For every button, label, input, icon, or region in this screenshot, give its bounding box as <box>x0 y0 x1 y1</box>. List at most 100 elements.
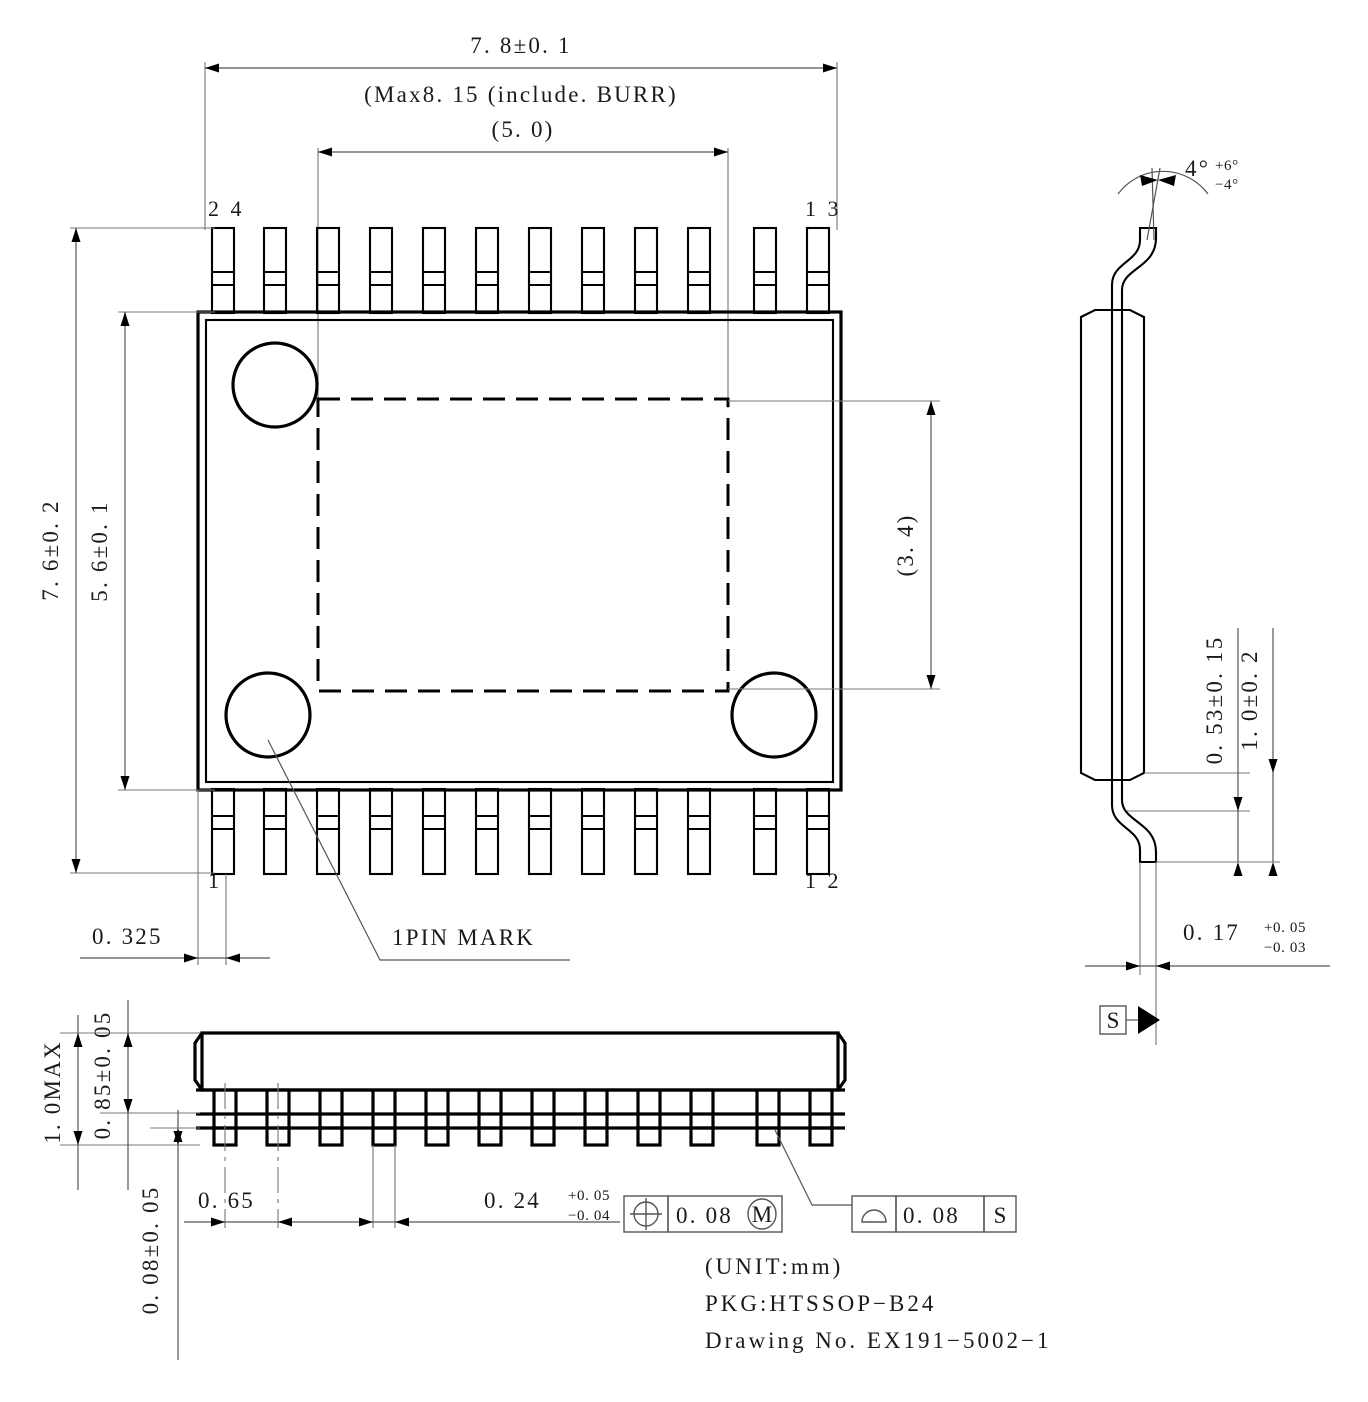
dim-arrow-pad-height <box>926 401 936 689</box>
side-view-right: 4° +6° −4° 0. 53±0. 15 1. 0±0. 2 0. 17 +… <box>1079 156 1330 1045</box>
lead-pin <box>527 787 553 876</box>
lead-pin <box>315 787 341 876</box>
lead-angle-callout <box>1117 167 1209 241</box>
lead-pin <box>262 787 288 876</box>
lead-pin <box>633 787 659 876</box>
datum-s-symbol: S <box>1099 1005 1160 1035</box>
dim-arrow-front-standoff <box>173 1110 183 1360</box>
pin-label-12: 1 2 <box>805 868 842 893</box>
lead-pin <box>421 787 447 876</box>
lead-thickness-minus-label: −0. 03 <box>1264 940 1306 956</box>
unit-note-label: (UNIT:mm) <box>705 1254 843 1279</box>
pin-label-24: 2 4 <box>208 196 245 221</box>
profile-symbol-icon <box>861 1209 887 1223</box>
lead-pin <box>686 226 712 315</box>
front-lead <box>424 1090 450 1147</box>
exposed-pad-outline <box>316 397 730 693</box>
body-outline-outer <box>196 310 843 792</box>
pin1-mark-leader <box>267 739 570 961</box>
lead-width-dim-label: 0. 24 <box>484 1188 541 1213</box>
datum-s-label: S <box>1107 1008 1120 1033</box>
front-lead <box>636 1090 662 1147</box>
dim-arrow-lead-length <box>1268 628 1278 876</box>
body-height-dim-label: 5. 6±0. 1 <box>87 500 112 601</box>
dim-arrow-lead-offset <box>80 953 270 963</box>
pin-label-13: 1 3 <box>805 196 842 221</box>
total-height-dim-label: 1. 0MAX <box>40 1040 65 1144</box>
lead-width-minus-label: −0. 04 <box>568 1208 610 1224</box>
lead-width-plus-label: +0. 05 <box>568 1188 610 1204</box>
lead-pin <box>368 787 394 876</box>
lead-pin <box>474 226 500 315</box>
lead-pin <box>368 226 394 315</box>
gdt-profile-tolerance: 0. 08 <box>903 1203 960 1228</box>
front-lead <box>755 1090 781 1147</box>
gdt-position-modifier: M <box>752 1202 772 1227</box>
dim-arrow-body-height-front <box>123 1000 133 1190</box>
lead-pin <box>580 787 606 876</box>
front-lead <box>808 1090 834 1147</box>
front-lead <box>689 1090 715 1147</box>
ejector-mark-circle <box>730 671 818 759</box>
dim-arrow-body-height <box>120 312 130 790</box>
lead-pin <box>752 787 778 876</box>
lead-pin <box>686 787 712 876</box>
lead-thickness-plus-label: +0. 05 <box>1264 920 1306 936</box>
front-lead <box>583 1090 609 1147</box>
front-view-body-chamfer-right <box>836 1032 847 1091</box>
lead-pin <box>421 226 447 315</box>
lead-pin <box>210 226 236 315</box>
dim-arrow-pitch <box>184 1217 620 1227</box>
pin1-mark-circle <box>224 671 312 759</box>
front-standoff-dim-label: 0. 08±0. 05 <box>138 1186 163 1315</box>
lead-pin <box>527 226 553 315</box>
gdt-frame-profile: 0. 08 S <box>851 1195 1017 1233</box>
lead-thickness-label: 0. 17 <box>1183 920 1240 945</box>
front-lead <box>318 1090 344 1147</box>
standoff-dim-label: 0. 53±0. 15 <box>1202 636 1227 765</box>
lead-angle-label: 4° <box>1185 156 1210 181</box>
package-label: PKG:HTSSOP−B24 <box>705 1291 936 1316</box>
lead-angle-minus-label: −4° <box>1215 177 1239 193</box>
drawing-no-label: Drawing No. EX191−5002−1 <box>705 1328 1051 1353</box>
gdt-profile-datum: S <box>994 1203 1007 1228</box>
lead-pin <box>315 226 341 315</box>
lead-pin <box>805 787 831 876</box>
front-view-body <box>200 1031 840 1092</box>
mmc-modifier-icon: M <box>747 1198 777 1230</box>
side-view-lead-top <box>1110 226 1158 310</box>
top-view-lead-row-bottom <box>210 787 831 876</box>
lead-pin <box>752 226 778 315</box>
front-view-body-chamfer-left <box>193 1032 204 1091</box>
lead-pin <box>580 226 606 315</box>
gdt-position-tolerance: 0. 08 <box>676 1203 733 1228</box>
front-view-leads <box>212 1090 834 1147</box>
side-view-lead-bottom <box>1110 780 1158 864</box>
body-outline-inner <box>204 318 835 784</box>
lead-offset-dim-label: 0. 325 <box>92 924 163 949</box>
lead-pin <box>633 226 659 315</box>
dim-arrow-overall-height <box>71 228 81 873</box>
dim-arrow-total-height <box>73 1015 83 1190</box>
lead-pin <box>262 226 288 315</box>
lead-length-dim-label: 1. 0±0. 2 <box>1237 649 1262 750</box>
pad-height-dim-label: (3. 4) <box>893 513 918 576</box>
lead-pin <box>805 226 831 315</box>
front-view: 0. 65 0. 24 +0. 05 −0. 04 0. 08 M 0 <box>40 1000 1017 1360</box>
gdt-profile-leader <box>774 1129 852 1206</box>
front-lead <box>371 1090 397 1147</box>
pin-label-1: 1 <box>208 868 222 893</box>
lead-pin <box>210 787 236 876</box>
lead-angle-plus-label: +6° <box>1215 158 1239 174</box>
top-view-lead-row-top <box>210 226 831 315</box>
pitch-dim-label: 0. 65 <box>198 1188 255 1213</box>
top-view: 7. 8±0. 1 (Max8. 15 (include. BURR) (5. … <box>38 33 940 965</box>
pin1-mark-label: 1PIN MARK <box>392 925 535 950</box>
gdt-frame-position: 0. 08 M <box>623 1195 783 1233</box>
ejector-mark-circle <box>231 341 319 429</box>
dim-arrow-pad-width <box>318 147 728 157</box>
title-block: (UNIT:mm) PKG:HTSSOP−B24 Drawing No. EX1… <box>705 1254 1051 1353</box>
pad-width-dim-label: (5. 0) <box>491 117 554 142</box>
overall-height-dim-label: 7. 6±0. 2 <box>38 499 63 600</box>
